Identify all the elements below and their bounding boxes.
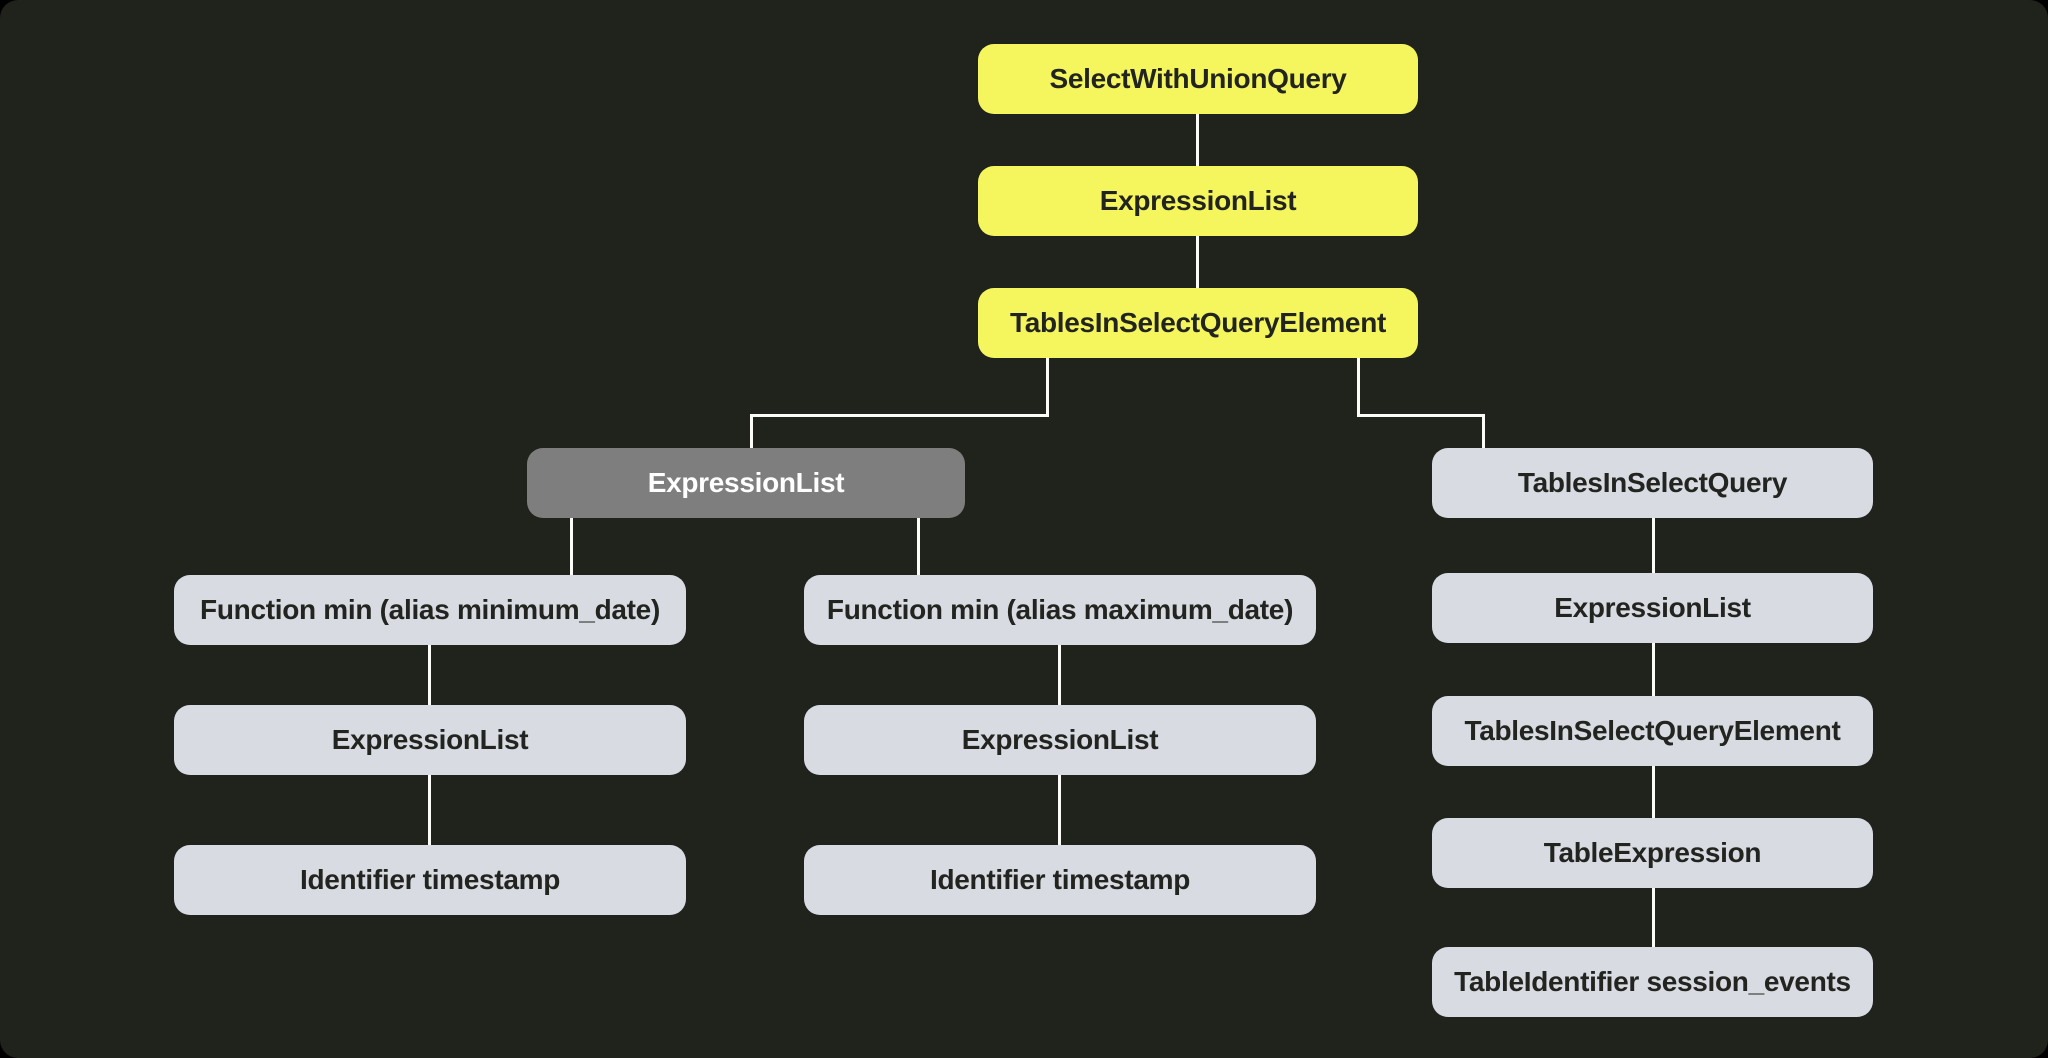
ast-node-expression-list-middle[interactable]: ExpressionList: [804, 705, 1316, 775]
ast-node-function-min-minimum-date[interactable]: Function min (alias minimum_date): [174, 575, 686, 645]
ast-node-function-min-maximum-date[interactable]: Function min (alias maximum_date): [804, 575, 1316, 645]
edge-n6-n9: [1058, 645, 1061, 705]
edge-n4-n7: [1652, 518, 1655, 573]
ast-node-expression-list-left[interactable]: ExpressionList: [174, 705, 686, 775]
ast-node-table-expression[interactable]: TableExpression: [1432, 818, 1873, 888]
edge-n3-n6: [917, 518, 920, 575]
edge-n2-n3-segment-1: [1046, 358, 1049, 417]
ast-node-table-identifier-session-events[interactable]: TableIdentifier session_events: [1432, 947, 1873, 1017]
edge-n2-n4-segment-3: [1482, 414, 1485, 448]
edge-n8-n11: [428, 775, 431, 845]
ast-node-identifier-timestamp-middle[interactable]: Identifier timestamp: [804, 845, 1316, 915]
ast-node-expression-list-selected[interactable]: ExpressionList: [527, 448, 965, 518]
edge-n1-n2: [1196, 236, 1199, 288]
edge-n2-n4-segment-1: [1357, 358, 1360, 417]
edge-n2-n3-segment-3: [750, 414, 753, 448]
edge-n2-n4-segment-2: [1357, 414, 1485, 417]
edge-n7-n10: [1652, 643, 1655, 696]
edge-n3-n5: [570, 518, 573, 575]
ast-node-identifier-timestamp-left[interactable]: Identifier timestamp: [174, 845, 686, 915]
edge-n9-n12: [1058, 775, 1061, 845]
ast-node-tables-in-select-query-element[interactable]: TablesInSelectQueryElement: [978, 288, 1418, 358]
ast-node-expression-list-right[interactable]: ExpressionList: [1432, 573, 1873, 643]
edge-n0-n1: [1196, 114, 1199, 166]
edge-n13-n14: [1652, 888, 1655, 947]
edge-n5-n8: [428, 645, 431, 705]
ast-node-tables-in-select-query[interactable]: TablesInSelectQuery: [1432, 448, 1873, 518]
edge-n2-n3-segment-2: [750, 414, 1049, 417]
edge-n10-n13: [1652, 766, 1655, 818]
ast-node-tables-in-select-query-element-2[interactable]: TablesInSelectQueryElement: [1432, 696, 1873, 766]
ast-node-select-with-union-query[interactable]: SelectWithUnionQuery: [978, 44, 1418, 114]
ast-node-expression-list-root[interactable]: ExpressionList: [978, 166, 1418, 236]
